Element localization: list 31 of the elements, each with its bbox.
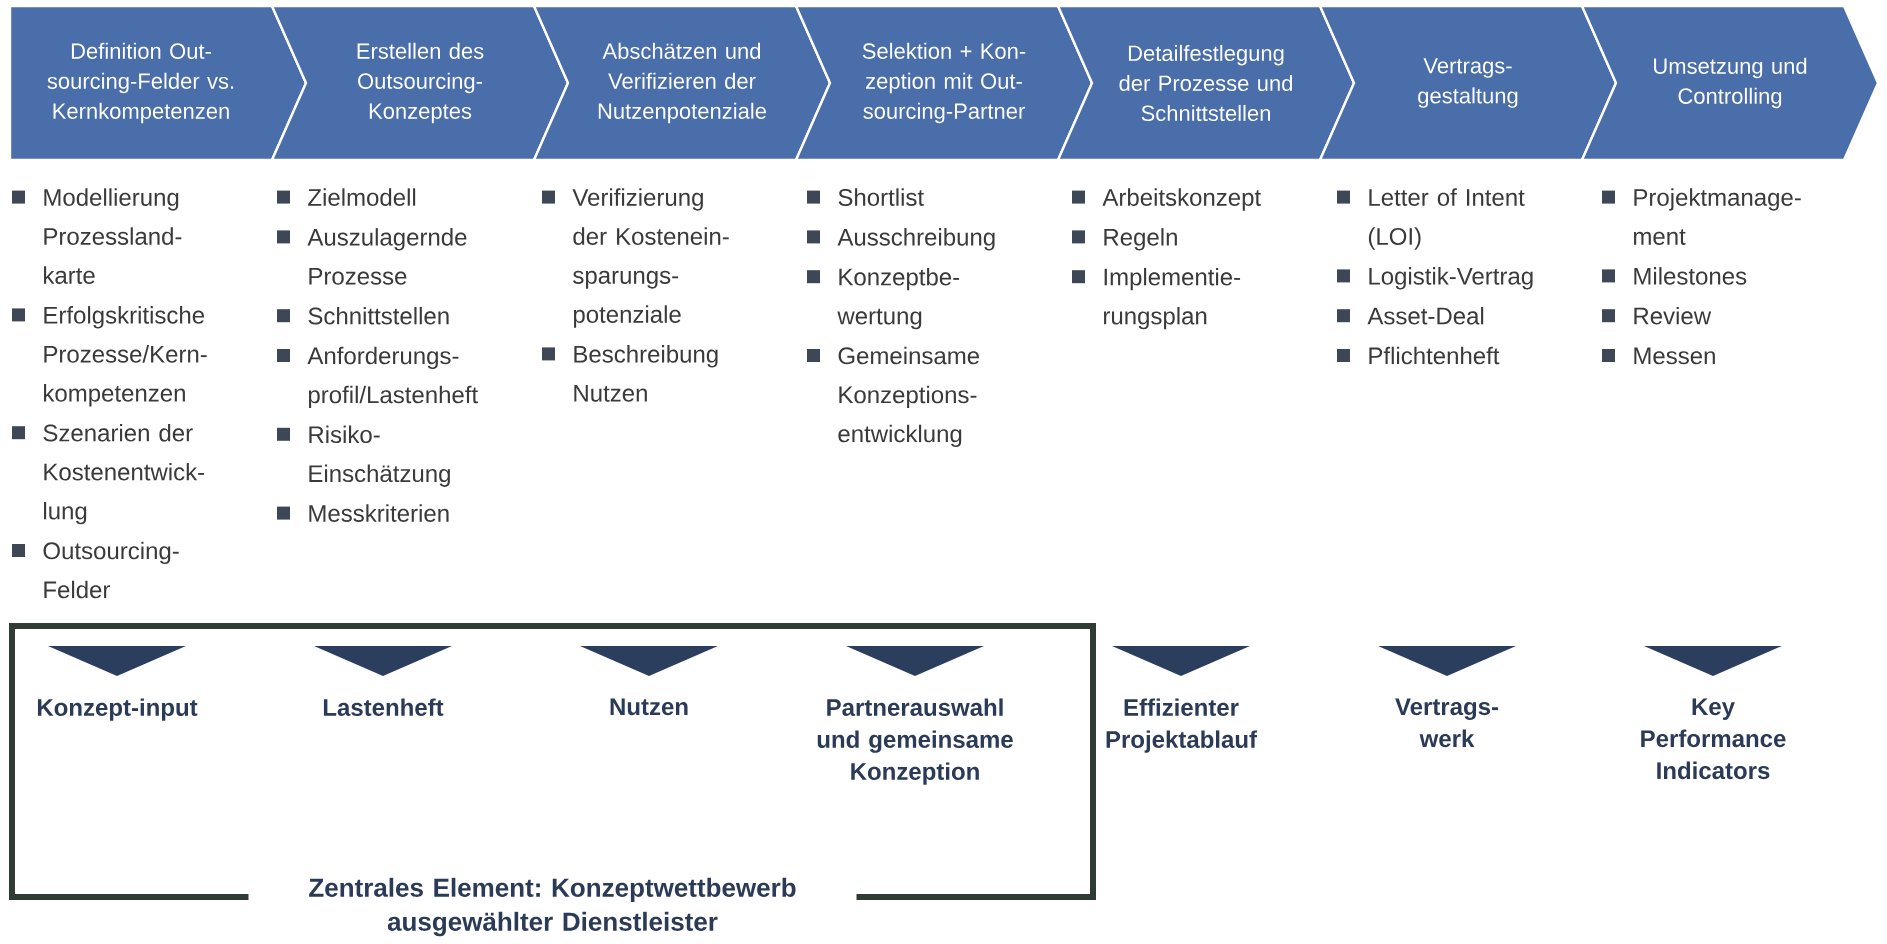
node-label: Umsetzung und Controlling — [1654, 57, 1807, 109]
bullet-item: Arbeitskonzept — [1072, 188, 1261, 211]
bullet-item: Messkriterien — [277, 504, 449, 522]
bullet-item: Messen — [1602, 347, 1715, 365]
bullet-item: Verifizierung der Kostenein- sparungs- potenziale — [542, 188, 729, 328]
bullet-item: Schnittstellen — [277, 306, 449, 325]
bullet-item: Shortlist — [807, 188, 924, 206]
bullet-item: Projektmanage- ment — [1602, 188, 1801, 245]
bullet-item: Outsourcing- Felder — [12, 541, 179, 599]
process-step: Umsetzung und Controlling — [1580, 4, 1880, 162]
bullet-item: Implementie- rungsplan — [1072, 267, 1241, 330]
bullet-item: Anforderungs- profil/Lastenheft — [277, 346, 478, 409]
bullet-item: Beschreibung Nutzen — [542, 345, 718, 402]
bullet-item: Risiko- Einschätzung — [277, 425, 450, 487]
bullet-item: Ausschreibung — [807, 228, 995, 251]
bullet-item: Milestones — [1602, 267, 1747, 285]
bullet-item: Regeln — [1072, 228, 1177, 251]
bullet-item: Letter of Intent (LOI) — [1337, 188, 1525, 250]
bullet-item: Logistik-Vertrag — [1337, 267, 1533, 290]
bullet-item: Szenarien der Kostenentwick- lung — [12, 423, 205, 525]
bullet-item: Konzeptbe- wertung — [807, 267, 960, 330]
bullet-item: Pflichtenheft — [1337, 346, 1500, 365]
process-step: Definition Out- sourcing-Felder vs. Kernkompetenzen — [8, 4, 308, 162]
bullet-item: Erfolgskritische Prozesse/Kern- kompetenzen — [12, 306, 207, 407]
bullet-item: Review — [1602, 306, 1712, 325]
bullet-item: Zielmodell — [277, 188, 416, 206]
bullet-item: Modellierung Prozessland- karte — [12, 188, 182, 284]
node-label: ausgewählter Dienstleister — [387, 911, 718, 937]
bullet-item: Gemeinsame Konzeptions- entwicklung — [807, 346, 980, 448]
bullet-item: Auszulagernde Prozesse — [277, 228, 467, 285]
bullet-item: Asset-Deal — [1337, 306, 1484, 325]
